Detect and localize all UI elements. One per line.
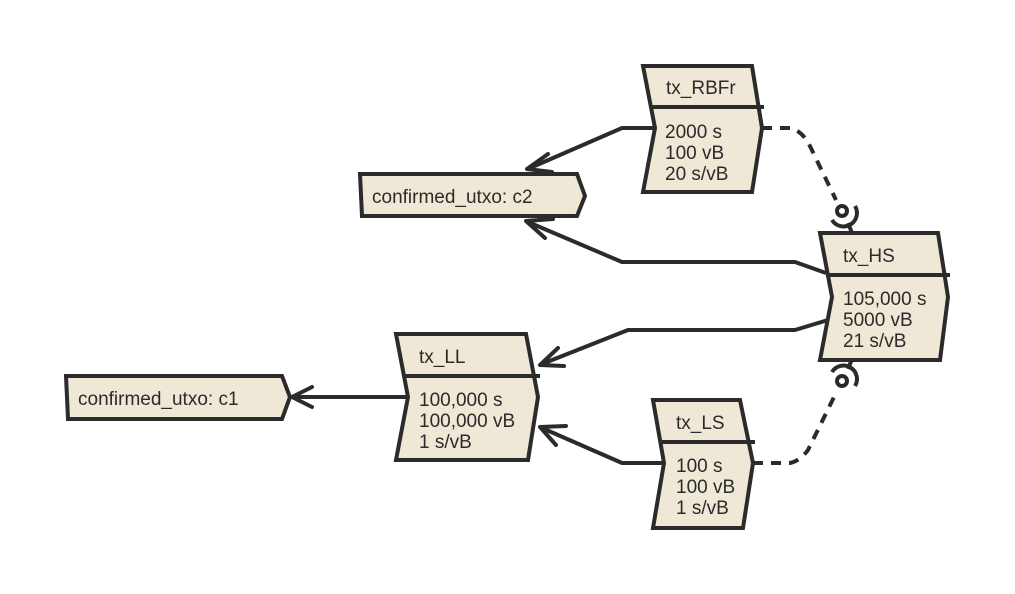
node-line: 100 s (676, 456, 722, 477)
edge-ls-to-hs-dashed (753, 358, 859, 465)
edge-ll-to-c1 (290, 385, 408, 409)
socket-icon (835, 374, 849, 388)
node-title: tx_HS (843, 246, 895, 267)
node-line: 100,000 vB (419, 411, 515, 432)
node-tx-hs[interactable]: tx_HS 105,000 s 5000 vB 21 s/vB (817, 231, 951, 362)
node-tx-ls[interactable]: tx_LS 100 s 100 vB 1 s/vB (650, 398, 756, 530)
node-line: 105,000 s (843, 289, 926, 310)
edge-rbfr-to-hs-dashed (762, 126, 859, 234)
node-title: tx_LL (419, 347, 465, 368)
node-line: 1 s/vB (419, 432, 472, 453)
node-label: confirmed_utxo: c2 (372, 187, 533, 208)
edge-rbfr-to-c2 (525, 126, 655, 174)
node-line: 21 s/vB (843, 331, 906, 352)
node-label: confirmed_utxo: c1 (78, 389, 239, 410)
node-line: 5000 vB (843, 310, 913, 331)
node-line: 100 vB (676, 477, 735, 498)
node-line: 20 s/vB (665, 164, 728, 185)
node-tx-ll[interactable]: tx_LL 100,000 s 100,000 vB 1 s/vB (393, 332, 541, 462)
node-title: tx_LS (676, 413, 725, 434)
node-confirmed-utxo-c2[interactable]: confirmed_utxo: c2 (357, 172, 588, 218)
edge-hs-to-ll (538, 318, 829, 368)
socket-icon (835, 204, 849, 218)
node-title: tx_RBFr (666, 78, 736, 99)
edge-ls-to-ll (538, 424, 664, 465)
edge-hs-to-c2 (524, 217, 827, 275)
node-line: 100 vB (665, 143, 724, 164)
node-line: 2000 s (665, 122, 722, 143)
node-confirmed-utxo-c1[interactable]: confirmed_utxo: c1 (63, 374, 293, 421)
node-tx-rbfr[interactable]: tx_RBFr 2000 s 100 vB 20 s/vB (640, 64, 765, 194)
node-line: 100,000 s (419, 390, 502, 411)
node-line: 1 s/vB (676, 498, 729, 519)
